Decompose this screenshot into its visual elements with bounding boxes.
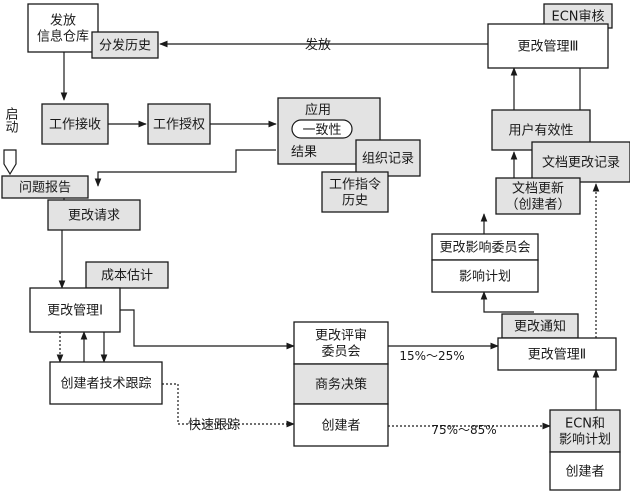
arrow-change-mgmt2-to-impact-plan bbox=[480, 291, 534, 313]
node-label: 更改请求 bbox=[68, 209, 120, 224]
node-problem-report: 问题报告 bbox=[1, 175, 89, 199]
node-label: （创建者） bbox=[505, 198, 570, 213]
node-label: 影响计划 bbox=[459, 269, 511, 285]
node-change-notice: 更改通知 bbox=[501, 313, 579, 339]
node-label: 更改管理Ⅱ bbox=[528, 348, 586, 363]
node-label: 信息仓库 bbox=[37, 29, 89, 45]
node-label: 历史 bbox=[342, 194, 368, 209]
node-label: ECN审核 bbox=[551, 10, 604, 25]
node-business-decision: 商务决策 bbox=[293, 363, 389, 405]
node-label: 更改管理Ⅲ bbox=[518, 40, 579, 55]
node-box bbox=[49, 361, 163, 405]
node-label: 发放 bbox=[50, 13, 76, 29]
node-box bbox=[85, 261, 169, 289]
node-box bbox=[91, 31, 159, 59]
node-label: 用户有效性 bbox=[508, 123, 573, 139]
consistency-label: 一致性 bbox=[302, 123, 341, 138]
label-15-25: 15%～25% bbox=[399, 349, 464, 363]
node-box bbox=[293, 321, 389, 365]
node-box bbox=[487, 23, 609, 69]
node-box bbox=[549, 451, 621, 491]
start-indicator: 启动 bbox=[3, 107, 19, 176]
node-box bbox=[293, 363, 389, 405]
node-box bbox=[321, 171, 389, 213]
label-75-85: 75%～85% bbox=[431, 423, 496, 437]
node-creator-tech-track: 创建者技术跟踪 bbox=[49, 361, 163, 405]
start-label: 启动 bbox=[3, 107, 19, 134]
node-box bbox=[531, 141, 630, 183]
node-org-record: 组织记录 bbox=[355, 139, 421, 177]
node-doc-update: 文档更新（创建者） bbox=[495, 177, 581, 215]
node-label: 商务决策 bbox=[315, 377, 367, 393]
node-cost-estimate: 成本估计 bbox=[85, 261, 169, 289]
node-change-mgmt-1: 更改管理Ⅰ bbox=[29, 287, 121, 333]
node-box bbox=[431, 259, 539, 293]
node-label: 工作指令 bbox=[329, 178, 381, 193]
node-label: 创建者 bbox=[565, 465, 604, 480]
node-label: 委员会 bbox=[321, 345, 360, 360]
node-doc-change-record: 文档更改记录 bbox=[531, 141, 630, 183]
node-box bbox=[47, 199, 141, 231]
node-box bbox=[41, 103, 109, 145]
node-label: 更改管理Ⅰ bbox=[47, 304, 103, 319]
arrow-quick-track bbox=[162, 383, 295, 428]
node-label: 更改评审 bbox=[315, 329, 367, 344]
node-box bbox=[495, 177, 581, 215]
node-change-mgmt-3: 更改管理Ⅲ bbox=[487, 23, 609, 69]
node-label: 成本估计 bbox=[101, 269, 153, 284]
arrow-apply-to-problem-report bbox=[94, 149, 276, 187]
node-work-authorize: 工作授权 bbox=[147, 103, 211, 145]
node-work-receive: 工作接收 bbox=[41, 103, 109, 145]
node-label: 文档更新 bbox=[512, 181, 564, 197]
node-change-mgmt-2: 更改管理Ⅱ bbox=[497, 337, 617, 371]
node-label: 应用 bbox=[305, 102, 331, 118]
node-change-board-mid: 更改影响委员会 bbox=[431, 233, 539, 261]
node-box bbox=[497, 337, 617, 371]
node-label: 创建者 bbox=[321, 419, 360, 434]
node-label: 工作授权 bbox=[153, 117, 205, 133]
node-label: 分发历史 bbox=[99, 38, 151, 54]
arrow-change-mgmt1-to-review-board bbox=[120, 309, 295, 350]
consistency-pill bbox=[291, 119, 353, 139]
node-label: 组织记录 bbox=[362, 152, 414, 167]
node-box bbox=[29, 287, 121, 333]
node-label: 文档更改记录 bbox=[542, 156, 620, 171]
label-quick-track: 快速跟踪 bbox=[188, 418, 240, 433]
node-label: 更改影响委员会 bbox=[439, 240, 530, 256]
node-label: 影响计划 bbox=[559, 432, 611, 448]
node-impact-plan: 影响计划 bbox=[431, 259, 539, 293]
node-box bbox=[431, 233, 539, 261]
node-label: 问题报告 bbox=[19, 181, 71, 196]
node-box bbox=[293, 403, 389, 447]
result-label: 结果 bbox=[291, 145, 317, 160]
node-label: ECN和 bbox=[565, 417, 605, 432]
node-creator-mid: 创建者 bbox=[293, 403, 389, 447]
node-change-request: 更改请求 bbox=[47, 199, 141, 231]
start-arrow-icon bbox=[3, 149, 17, 176]
node-label: 更改通知 bbox=[514, 319, 566, 335]
node-box bbox=[27, 3, 99, 53]
node-label: 工作接收 bbox=[49, 117, 101, 133]
label-release: 发放 bbox=[305, 37, 331, 53]
node-box bbox=[147, 103, 211, 145]
node-label: 创建者技术跟踪 bbox=[60, 377, 151, 392]
node-creator-right: 创建者 bbox=[549, 451, 621, 491]
node-release-history: 分发历史 bbox=[91, 31, 159, 59]
node-box bbox=[1, 175, 89, 199]
